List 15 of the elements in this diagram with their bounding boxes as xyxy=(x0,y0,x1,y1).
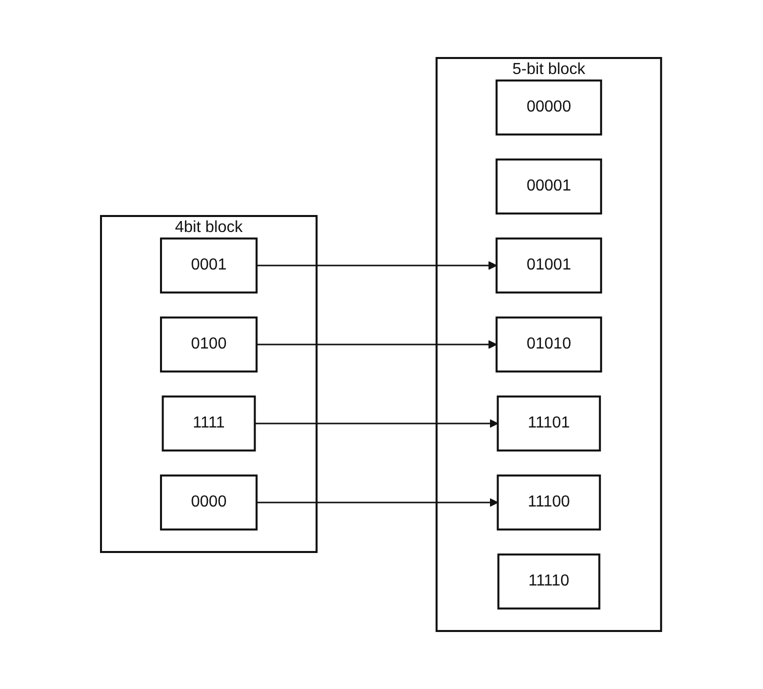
node-box: 11101 xyxy=(497,396,602,452)
node-box: 01010 xyxy=(496,316,603,372)
arrow xyxy=(255,419,499,428)
node-box: 0100 xyxy=(160,316,258,372)
node-box: 0000 xyxy=(160,474,258,530)
node-box: 01001 xyxy=(496,238,603,294)
node-box: 00000 xyxy=(496,80,603,136)
node-box: 00001 xyxy=(496,158,603,214)
node-box: 11100 xyxy=(497,474,602,530)
arrow xyxy=(257,340,498,349)
node-box: 11110 xyxy=(498,554,601,610)
node-box: 1111 xyxy=(162,396,256,452)
arrow xyxy=(257,261,498,270)
arrow xyxy=(257,498,499,507)
node-box: 0001 xyxy=(160,238,258,294)
